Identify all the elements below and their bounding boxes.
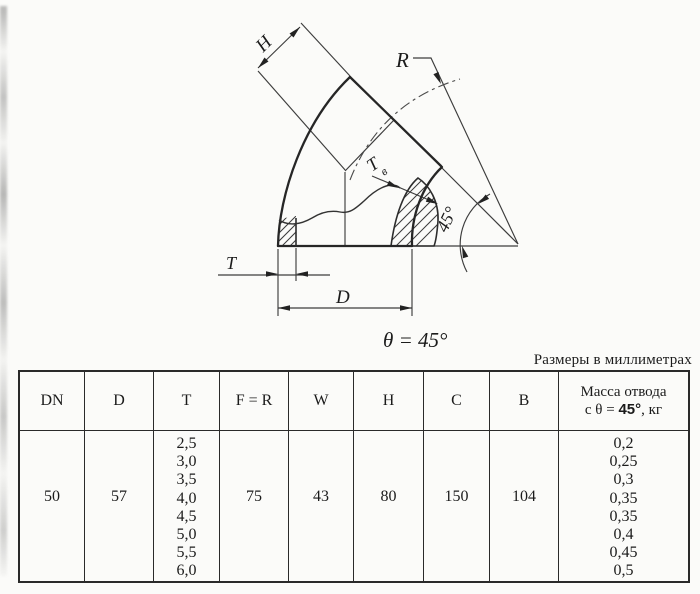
mass-value: 0,35 bbox=[609, 489, 638, 507]
t-value: 6,0 bbox=[176, 562, 197, 580]
mass-value: 0,45 bbox=[609, 544, 638, 562]
dimension-label-t: T bbox=[226, 253, 238, 273]
dimension-label-d: D bbox=[335, 287, 350, 308]
face-extension-upper bbox=[300, 22, 351, 77]
tw-section-hatch bbox=[391, 178, 439, 246]
col-header-w: W bbox=[289, 372, 354, 431]
arrowhead-d-right bbox=[400, 305, 412, 311]
mass-header-line2-value: 45° bbox=[618, 401, 642, 418]
mass-header-line2-suffix: , кг bbox=[641, 402, 663, 418]
arrowhead-h-bottom bbox=[258, 57, 269, 68]
arrowhead-angle-upper bbox=[478, 194, 490, 204]
mass-value: 0,25 bbox=[609, 453, 638, 471]
col-header-d: D bbox=[85, 372, 154, 431]
cell-h: 80 bbox=[354, 431, 424, 581]
inclined-axis-line bbox=[345, 119, 395, 171]
h-extension-line bbox=[257, 70, 347, 172]
col-header-dn: DN bbox=[20, 372, 85, 431]
face-extension-to-apex bbox=[440, 166, 519, 245]
arrowhead-angle-lower bbox=[462, 246, 469, 259]
col-header-mass: Масса отвода с θ = 45°, кг bbox=[559, 372, 688, 431]
cell-b: 104 bbox=[490, 431, 559, 581]
col-header-fr: F = R bbox=[220, 372, 289, 431]
t-value: 5,0 bbox=[176, 526, 197, 544]
mass-header-line2-prefix: с θ = bbox=[584, 402, 619, 418]
t-value: 4,5 bbox=[176, 507, 197, 525]
col-header-b: B bbox=[490, 372, 559, 431]
arrowhead-h-top bbox=[289, 27, 300, 38]
arrowheads bbox=[258, 27, 490, 311]
centerline-arc bbox=[349, 78, 461, 181]
t-value: 3,5 bbox=[176, 471, 197, 489]
end-face-line bbox=[348, 75, 443, 168]
t-value: 5,5 bbox=[176, 544, 197, 562]
t-value: 4,0 bbox=[176, 489, 197, 507]
cell-c: 150 bbox=[424, 431, 490, 581]
mass-header-line2: с θ = 45°, кг bbox=[585, 401, 662, 419]
dimension-label-r: R bbox=[395, 48, 409, 72]
dimension-label-tw-subscript: в bbox=[378, 164, 390, 178]
break-line bbox=[278, 184, 401, 225]
inner-wall-arc bbox=[410, 165, 444, 248]
mass-value: 0,35 bbox=[609, 507, 638, 525]
arrowhead-r bbox=[433, 71, 441, 84]
arrowhead-t-right bbox=[296, 271, 308, 277]
theta-angle-note: θ = 45° bbox=[383, 328, 448, 352]
elbow-outline bbox=[276, 75, 444, 248]
arrowhead-t-left bbox=[266, 271, 278, 277]
dimension-lines bbox=[218, 22, 519, 316]
cell-d: 57 bbox=[85, 431, 154, 581]
tw-section-lens bbox=[390, 177, 439, 247]
tw-leader-line bbox=[371, 175, 437, 204]
cell-dn: 50 bbox=[20, 431, 85, 581]
arrowhead-tw-1 bbox=[386, 180, 399, 188]
angle-arc bbox=[459, 193, 491, 273]
r-leader-line bbox=[413, 57, 519, 245]
mass-value: 0,3 bbox=[613, 471, 634, 489]
col-header-c: C bbox=[424, 372, 490, 431]
cell-mass-list: 0,2 0,25 0,3 0,35 0,35 0,4 0,45 0,5 bbox=[559, 431, 688, 581]
col-header-t: T bbox=[154, 372, 220, 431]
cell-t-list: 2,5 3,0 3,5 4,0 4,5 5,0 5,5 6,0 bbox=[154, 431, 220, 581]
mass-value: 0,5 bbox=[613, 562, 634, 580]
outer-wall-arc bbox=[276, 75, 352, 248]
mass-value: 0,4 bbox=[613, 526, 634, 544]
mass-header-line1: Масса отвода bbox=[580, 384, 667, 400]
t-value: 3,0 bbox=[176, 453, 197, 471]
col-header-h: H bbox=[354, 372, 424, 431]
units-note: Размеры в миллиметрах bbox=[533, 352, 692, 368]
t-value: 2,5 bbox=[176, 435, 197, 452]
cell-fr: 75 bbox=[220, 431, 289, 581]
arrowhead-tw-2 bbox=[425, 196, 438, 204]
arrowhead-d-left bbox=[278, 305, 290, 311]
cell-w: 43 bbox=[289, 431, 354, 581]
mass-value: 0,2 bbox=[613, 435, 634, 452]
dimensions-table: DN D T F = R W H C B Масса отвода с θ = … bbox=[18, 370, 690, 583]
